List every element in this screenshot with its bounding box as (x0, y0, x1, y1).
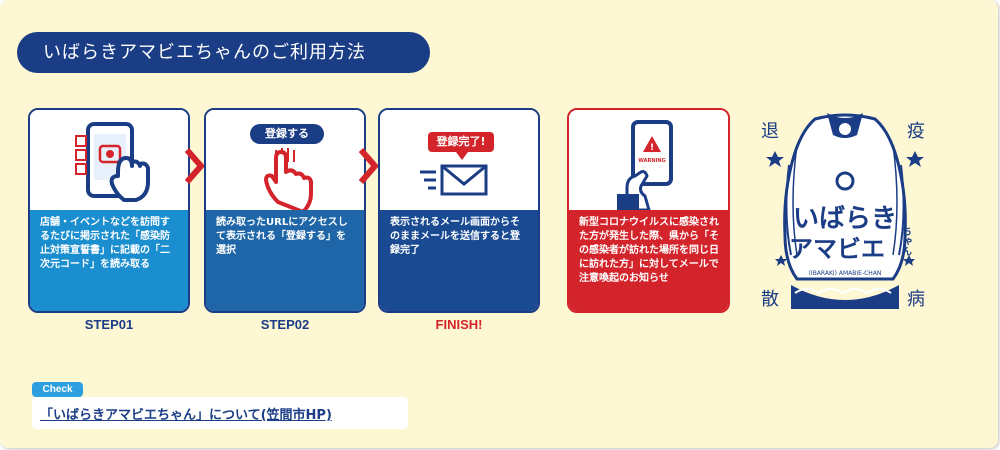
svg-text:!: ! (650, 143, 654, 153)
mascot-kanji: 散 (761, 289, 779, 310)
mail-send-icon: 登録完了! (380, 110, 538, 210)
step-label-finish: FINISH! (435, 317, 483, 332)
tap-hand-icon: 登録する (206, 110, 364, 210)
step-card-2: 登録する 読み取ったURLにアクセスして表示される「登録する」を選択 (204, 108, 366, 313)
step-card-finish: 登録完了! 表示されるメール画面からそのままメールを送信すると登録完了 (378, 108, 540, 313)
mascot-name-small: ちゃん (900, 226, 912, 256)
step-description: 表示されるメール画面からそのままメールを送信すると登録完了 (380, 210, 538, 311)
qr-phone-icon (30, 110, 188, 210)
warning-phone-icon: ! WARNING (569, 110, 728, 212)
mascot-romaji: (IBARAKI) AMABIE-CHAN (809, 270, 882, 277)
chevron-right-icon (184, 148, 205, 184)
check-box: 「いばらきアマビエちゃん」について(笠間市HP) (32, 397, 408, 429)
check-tag: Check (32, 382, 83, 397)
mascot-name-line2: アマビエ (789, 235, 885, 263)
chevron-right-icon (358, 148, 379, 184)
amabie-mascot-logo: いばらき アマビエ ちゃん (IBARAKI) AMABIE-CHAN 退 疫 … (755, 105, 935, 315)
registered-badge: 登録完了! (428, 132, 494, 152)
register-button-illustration: 登録する (250, 124, 324, 144)
mascot-kanji: 疫 (907, 121, 925, 142)
warning-text: WARNING (638, 158, 665, 164)
amabie-info-link[interactable]: 「いばらきアマビエちゃん」について(笠間市HP) (40, 408, 332, 423)
mascot-kanji: 退 (761, 121, 779, 142)
step-description: 店舗・イベントなどを訪問するたびに掲示された「感染防止対策宣誓書」に記載の「二次… (30, 210, 188, 311)
mascot-kanji: 病 (907, 289, 925, 310)
page-title: いばらきアマビエちゃんのご利用方法 (17, 32, 430, 73)
notice-description: 新型コロナウイルスに感染された方が発生した際、県から「その感染者が訪れた場所を同… (569, 210, 728, 311)
mascot-name-line1: いばらき (793, 204, 897, 234)
step-label: STEP02 (260, 317, 310, 332)
notice-card: ! WARNING 新型コロナウイルスに感染された方が発生した際、県から「その感… (567, 108, 730, 313)
step-label: STEP01 (84, 317, 134, 332)
step-description: 読み取ったURLにアクセスして表示される「登録する」を選択 (206, 210, 364, 311)
step-card-1: 店舗・イベントなどを訪問するたびに掲示された「感染防止対策宣誓書」に記載の「二次… (28, 108, 190, 313)
